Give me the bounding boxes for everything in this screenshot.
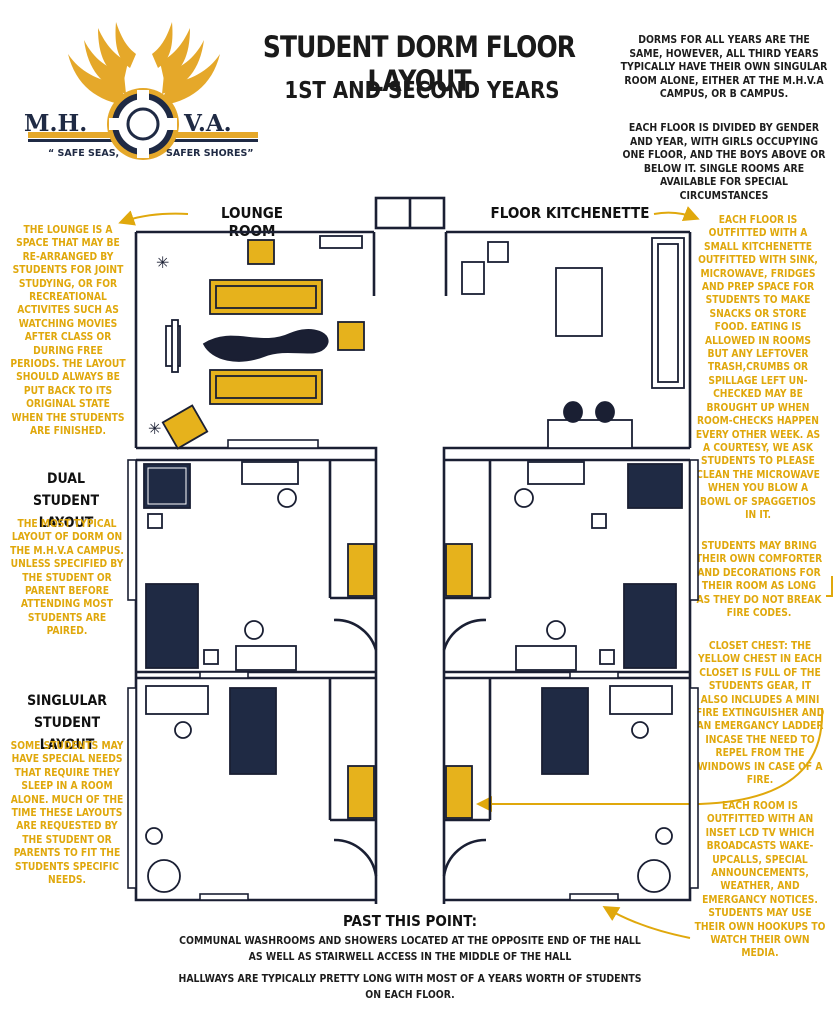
lounge-pointer-arrow xyxy=(118,210,189,226)
closet-chest-note: CLOSET CHEST: THE YELLOW CHEST IN EACH C… xyxy=(695,641,825,787)
past-line-2: AS WELL AS STAIRWELL ACCESS IN THE MIDDL… xyxy=(248,951,572,963)
kitchen-furniture xyxy=(461,237,685,449)
past-line-1: COMMUNAL WASHROOMS AND SHOWERS LOCATED A… xyxy=(179,935,641,947)
kitchenette-note: EACH FLOOR IS OUTFITTED WITH A SMALL KIT… xyxy=(695,215,821,521)
dual-student-heading: DUAL STUDENT LAYOUT xyxy=(32,471,100,531)
tv-pointer-arrow xyxy=(602,905,691,939)
academy-logo: M.H. V.A. “ SAFE SEAS, SAFER SHORES” xyxy=(18,14,268,179)
logo-right-letters: V.A. xyxy=(184,110,232,137)
closet-pointer-arrow xyxy=(476,707,824,812)
single-layout-note: SOME STUDENTS MAY HAVE SPECIAL NEEDS THA… xyxy=(10,741,124,887)
plant-icon-2: ✳ xyxy=(148,419,161,438)
logo-motto-left: “ SAFE SEAS, xyxy=(48,148,120,159)
dual-room-left xyxy=(143,461,375,671)
lcd-tv-note: EACH ROOM IS OUTFITTED WITH AN INSET LCD… xyxy=(694,801,826,960)
lounge-furniture xyxy=(161,235,365,450)
single-room-left xyxy=(145,685,375,893)
page-title: STUDENT DORM FLOOR LAYOUT xyxy=(262,30,576,98)
intro-note: DORMS FOR ALL YEARS ARE THE SAME, HOWEVE… xyxy=(620,34,828,101)
window-ledges xyxy=(127,439,699,901)
past-line-4: ON EACH FLOOR. xyxy=(365,989,455,1001)
logo-left-letters: M.H. xyxy=(24,110,88,137)
kitchen-pointer-arrow xyxy=(653,206,700,221)
logo-motto-right: SAFER SHORES” xyxy=(166,148,254,159)
lounge-note: THE LOUNGE IS A SPACE THAT MAY BE RE-ARR… xyxy=(10,225,126,438)
kitchenette-label: FLOOR KITCHENETTE xyxy=(490,204,650,222)
past-line-3: HALLWAYS ARE TYPICALLY PRETTY LONG WITH … xyxy=(178,973,642,985)
walls xyxy=(134,196,692,904)
comforter-bracket-right xyxy=(826,576,833,597)
floor-division-note: EACH FLOOR IS DIVIDED BY GENDER AND YEAR… xyxy=(622,122,826,202)
comforter-note: STUDENTS MAY BRING THEIR OWN COMFORTER A… xyxy=(695,541,823,620)
plant-icon: ✳ xyxy=(156,253,169,272)
single-student-heading: SINGLULAR STUDENT LAYOUT xyxy=(27,693,107,753)
dual-room-right xyxy=(445,461,683,671)
dual-layout-note: THE MOST TYPICAL LAYOUT OF DORM ON THE M… xyxy=(10,519,124,638)
single-room-right xyxy=(445,685,673,893)
page-subtitle: 1ST AND SECOND YEARS xyxy=(284,78,560,104)
wings-lifebuoy-emblem xyxy=(28,22,258,160)
past-this-point-heading: PAST THIS POINT: xyxy=(343,912,477,930)
